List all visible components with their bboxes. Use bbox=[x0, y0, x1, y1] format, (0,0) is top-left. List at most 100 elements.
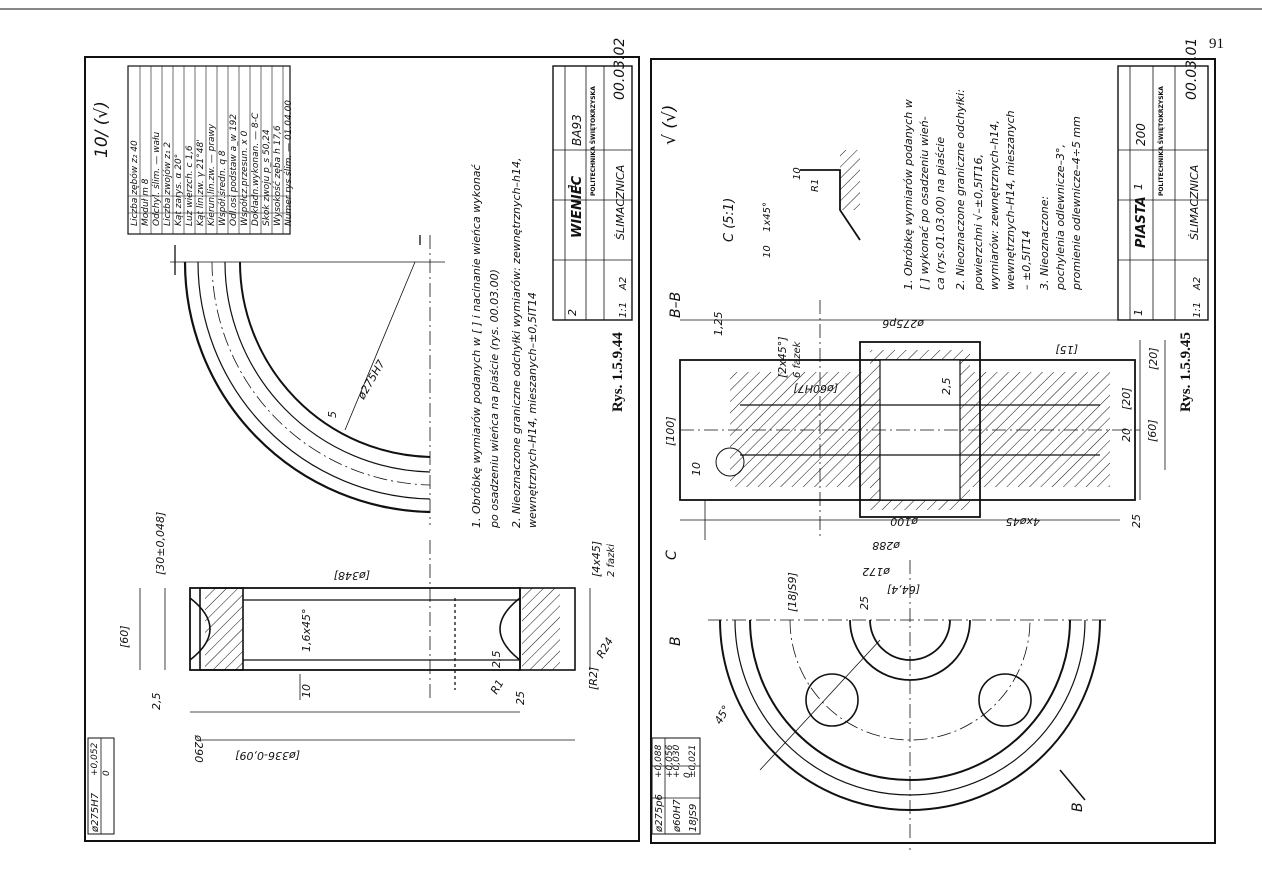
dim-d: [ø60H7] bbox=[793, 382, 838, 395]
right-title-format: A2 bbox=[1192, 276, 1203, 290]
right-note-3: 2. Nieoznaczone graniczne odchyłki: bbox=[954, 89, 967, 290]
dim-i: [20] bbox=[1147, 347, 1160, 370]
dim-d4: [ø348] bbox=[333, 569, 370, 582]
left-title-scale: 1:1 bbox=[618, 301, 629, 318]
param-row-10: Współcz.przesun. x 0 bbox=[240, 130, 250, 226]
right-surface-symbol: √ (√) bbox=[660, 104, 680, 145]
dim-c2: 6 fazek bbox=[792, 341, 803, 378]
right-note-7: – ±0,5IT14 bbox=[1020, 230, 1033, 290]
left-title-material: BA93 bbox=[570, 114, 584, 146]
dim-n: 4xø45 bbox=[1005, 515, 1040, 528]
right-note-5: wymiarów: zewnętrznych–h14, bbox=[988, 120, 1001, 290]
right-note-8: 3. Nieoznaczone: bbox=[1038, 195, 1051, 290]
dim-w5: 25 bbox=[514, 691, 527, 705]
dim-m: ø100 bbox=[890, 515, 918, 528]
dim-t: 25 bbox=[858, 596, 871, 610]
dim-j: [20] bbox=[1120, 387, 1133, 410]
left-note-2: po osadzeniu wieńca na piaście (rys. 00.… bbox=[488, 269, 501, 528]
dim-b: 10 bbox=[690, 462, 703, 476]
right-title-assembly: ŚLIMACZNICA bbox=[1188, 164, 1201, 240]
dim-a: [100] bbox=[664, 416, 677, 446]
dim-r: [18JS9] bbox=[786, 572, 799, 612]
right-title-item: 1 bbox=[1132, 309, 1145, 316]
dim-w3: 10 bbox=[300, 684, 313, 698]
dim-w1: [60] bbox=[118, 625, 131, 648]
right-note-6: wewnętrznych–H14, mieszanych bbox=[1004, 110, 1017, 290]
left-note-1: 1. Obróbkę wymiarów podanych w [ ] i nac… bbox=[470, 164, 483, 528]
right-note-10: promienie odlewnicze–4÷5 mm bbox=[1070, 116, 1083, 290]
right-title-number: 00.03.01 bbox=[1184, 37, 1200, 100]
detail-label-c: C (5:1) bbox=[722, 197, 737, 242]
left-title-number: 00.03.02 bbox=[612, 37, 628, 100]
right-title-scale: 1:1 bbox=[1192, 301, 1203, 318]
param-row-11: Dokładn.wykonan. — 8-C bbox=[251, 112, 261, 226]
dim-g: 2,5 bbox=[940, 377, 953, 396]
right-title-name: PIASTA bbox=[1134, 196, 1149, 248]
dim-w6b: 2 fazki bbox=[606, 543, 617, 577]
right-tol-0-name: ø275p6 bbox=[654, 794, 665, 832]
param-row-5: Luz wierzch. c 1,6 bbox=[185, 145, 195, 226]
label-b-bottom: B bbox=[1070, 802, 1086, 812]
label-b-top: B bbox=[668, 636, 684, 646]
left-tol-0-lower: 0 bbox=[102, 770, 112, 776]
right-tol-1-upper: +0,030 bbox=[672, 744, 682, 778]
left-title-item: 2 bbox=[566, 309, 579, 316]
dim-c: [2x45°] bbox=[776, 336, 789, 378]
param-row-12: Skok zwoju p_s 50,24 bbox=[262, 129, 272, 226]
param-row-8: Współ.średn. q 8 bbox=[218, 150, 228, 226]
left-tol-0-upper: +0,052 bbox=[90, 742, 100, 776]
dim-d2: ø290 bbox=[192, 735, 205, 763]
right-title-material: 200 bbox=[1134, 123, 1148, 146]
param-row-4: Kąt zarys. α 20° bbox=[174, 153, 184, 226]
dim-o: ø288 bbox=[872, 539, 900, 552]
right-note-1: [ ] wykonać po osadzeniu wień- bbox=[918, 116, 931, 290]
right-tol-2-name: 18JS9 bbox=[688, 803, 699, 832]
dim-p: ø172 bbox=[862, 565, 890, 578]
right-caption: Rys. 1.5.9.45 bbox=[1178, 332, 1194, 412]
dim-l: [60] bbox=[1146, 419, 1159, 442]
dim-k: 20 bbox=[1120, 428, 1133, 442]
left-title-assembly: ŚLIMACZNICA bbox=[614, 164, 627, 240]
param-row-14: Numer rys.ślim. — 01.04.00 bbox=[284, 99, 294, 226]
detail-dim-3: 10 bbox=[792, 167, 803, 180]
left-sheet-frame bbox=[84, 56, 640, 842]
left-title-school: POLITECHNIKA ŚWIĘTOKRZYSKA bbox=[590, 86, 597, 196]
left-surface-symbol: 10/ (√) bbox=[92, 101, 112, 158]
dim-h: [15] bbox=[1055, 343, 1078, 356]
right-tol-0-upper: +0,088 bbox=[654, 744, 664, 778]
dim-w2: [30±0,048] bbox=[154, 511, 167, 575]
dim-s3: 2,5 bbox=[490, 650, 503, 669]
dim-q: [64,4] bbox=[886, 583, 920, 596]
param-row-2: Odchyl. ślim. — wału bbox=[152, 131, 162, 226]
detail-dim-1: 1x45° bbox=[762, 201, 773, 232]
param-row-6: Kąt lin.zw. γ 21°48' bbox=[196, 139, 206, 226]
right-sheet-frame bbox=[650, 58, 1216, 844]
param-row-13: Wysokość zęba h 17,6 bbox=[273, 125, 283, 226]
left-title-qty: 1 bbox=[566, 183, 579, 190]
dim-d3: [ø336-0,09] bbox=[235, 749, 300, 762]
dim-s1: 2,5 bbox=[150, 692, 163, 711]
left-note-3: 2. Nieoznaczone graniczne odchyłki wymia… bbox=[510, 157, 523, 528]
dim-r2: [R2] bbox=[587, 666, 600, 690]
dim-w6: [4x45] bbox=[590, 540, 603, 577]
section-label-bb: B–B bbox=[668, 291, 684, 318]
page-top-rule bbox=[0, 8, 1262, 10]
param-row-0: Liczba zębów z₂ 40 bbox=[130, 140, 140, 226]
right-title-qty: 1 bbox=[1132, 183, 1145, 190]
detail-dim-2: R1 bbox=[810, 178, 821, 192]
right-tol-2-upper: ±0,021 bbox=[688, 744, 698, 778]
left-title-format: A2 bbox=[618, 276, 629, 290]
right-tol-1-name: ø60H7 bbox=[672, 799, 683, 832]
dim-w4: 1,6x45° bbox=[300, 608, 313, 652]
dim-s2: 5 bbox=[326, 411, 339, 418]
param-row-1: Moduł m 8 bbox=[141, 178, 151, 226]
left-tol-0-name: ø275H7 bbox=[90, 792, 101, 832]
right-title-school: POLITECHNIKA ŚWIĘTOKRZYSKA bbox=[1158, 86, 1165, 196]
dim-e: ø275p6 bbox=[882, 317, 924, 330]
param-row-7: Kierun.lin.zw. — prawy bbox=[207, 123, 217, 226]
dim-u: 25 bbox=[1130, 514, 1143, 528]
page-number: 91 bbox=[1209, 36, 1224, 52]
right-note-4: powierzchni √–±0,5IT16, bbox=[972, 153, 985, 290]
